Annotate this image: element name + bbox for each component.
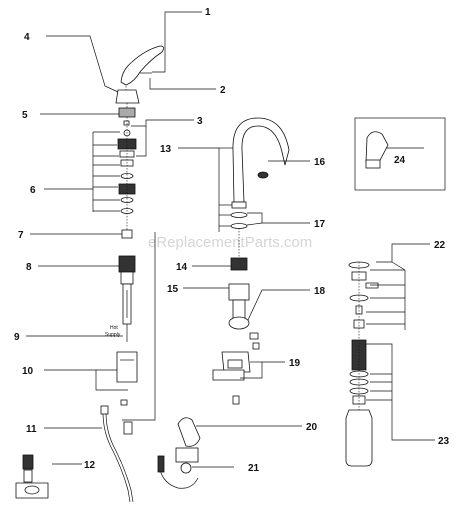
callout-18: 18 (314, 286, 326, 297)
inset-sprayer-part (365, 131, 389, 169)
callout-11: 11 (26, 424, 37, 435)
callout-7: 7 (18, 230, 24, 241)
diverter-screw (249, 332, 259, 340)
callout-8: 8 (26, 262, 32, 273)
spray-hose-fitting (157, 455, 165, 473)
callout-2: 2 (220, 85, 226, 96)
handle-adapter (118, 107, 136, 118)
side-spray-assembly (157, 417, 201, 489)
bracket-nut (120, 399, 128, 406)
callout-20: 20 (306, 422, 318, 433)
handle-cartridge-stack: Hot Supply (105, 45, 164, 406)
hose-fitting-top (100, 405, 109, 415)
dispenser-pump-head (351, 271, 367, 281)
set-screw (123, 120, 130, 126)
callout-6: 6 (30, 185, 36, 196)
inset-box (354, 117, 446, 191)
valve-body-top (121, 229, 133, 239)
diverter-nut (232, 395, 240, 405)
spray-body (175, 447, 199, 463)
mounting-bracket (116, 351, 138, 383)
callout-16: 16 (314, 157, 326, 168)
callout-21: 21 (248, 463, 260, 474)
callout-5: 5 (22, 110, 28, 121)
hose-fitting-mid (123, 421, 133, 435)
callout-19: 19 (289, 358, 301, 369)
spray-head (177, 417, 201, 447)
dispenser-body-top (353, 319, 365, 329)
hot-label: Hot (110, 325, 118, 331)
spout-assembly (228, 117, 290, 330)
callout-3: 3 (197, 116, 203, 127)
spout-base (228, 283, 250, 301)
dispenser-nozzle (365, 282, 379, 289)
diverter-assembly (212, 332, 260, 405)
soap-dispenser-stack (345, 261, 379, 467)
spout-shank (230, 257, 248, 271)
callout-22: 22 (434, 240, 446, 251)
callout-12: 12 (84, 460, 96, 471)
spout-o-ring-upper (230, 212, 248, 218)
handle-cap (115, 89, 140, 104)
leader-lines (26, 11, 435, 468)
handle-lever (120, 45, 164, 86)
callout-24: 24 (394, 155, 406, 166)
aerator (257, 171, 269, 179)
spray-coupling (180, 462, 192, 474)
callout-numbers: 1 2 3 4 5 6 7 8 9 10 11 12 13 14 15 16 1… (14, 7, 450, 474)
dispenser-bottle (345, 409, 373, 467)
supply-hose (102, 411, 131, 503)
callout-9: 9 (14, 332, 20, 343)
diverter-clip (212, 369, 245, 381)
spout-ring (231, 201, 247, 209)
callout-1: 1 (205, 7, 211, 18)
callout-23: 23 (438, 436, 450, 447)
spout-gooseneck (232, 117, 290, 203)
wrench-tool (15, 454, 49, 499)
watermark-text: eReplacementParts.com (148, 234, 312, 251)
callout-15: 15 (167, 284, 179, 295)
callout-10: 10 (22, 366, 34, 377)
valve-body (118, 255, 136, 273)
callout-17: 17 (314, 219, 326, 230)
spout-hub (232, 299, 246, 319)
callout-13: 13 (160, 144, 172, 155)
spout-o-ring-lower (230, 223, 248, 229)
supply-label: Supply (105, 332, 121, 338)
spout-mount-nut (228, 316, 250, 330)
callout-4: 4 (24, 32, 30, 43)
callout-14: 14 (176, 262, 188, 273)
valve-nut (120, 271, 134, 285)
